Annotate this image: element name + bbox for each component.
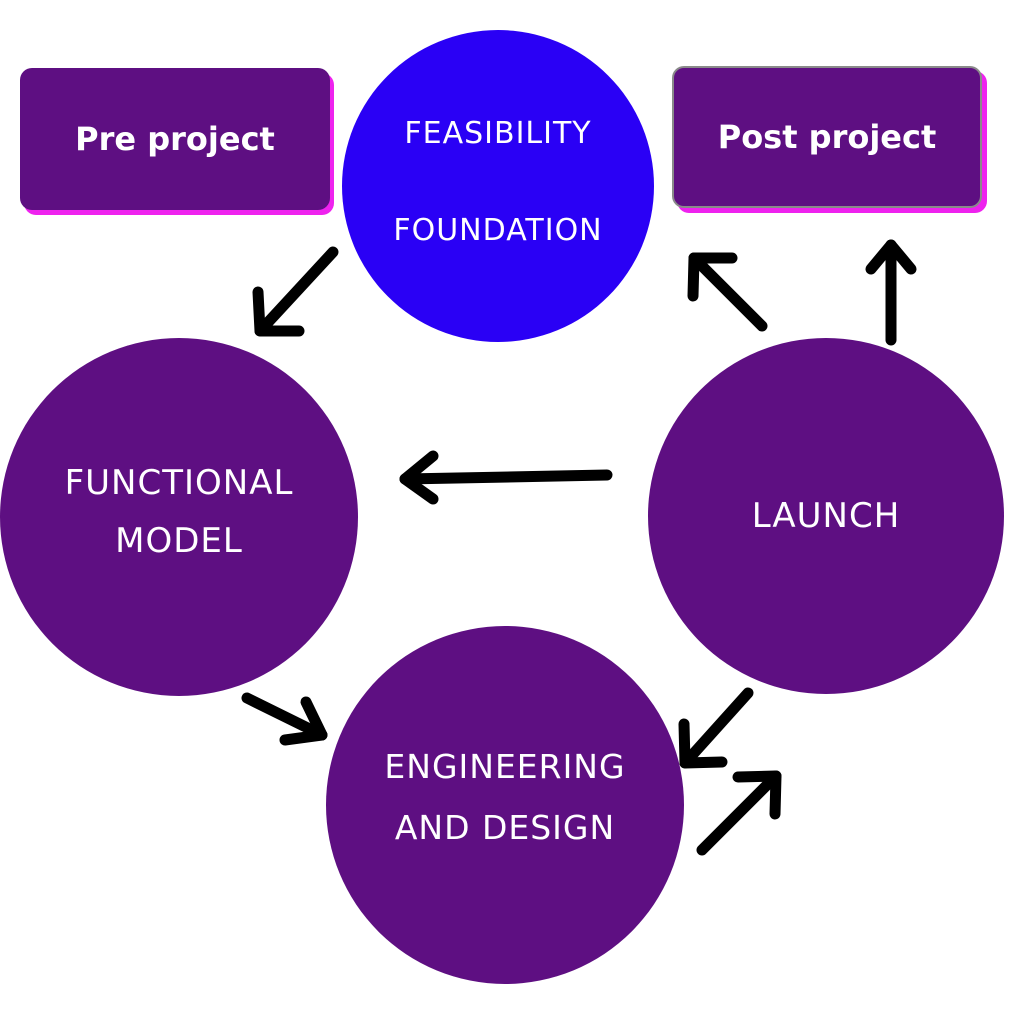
model-label: MODEL (115, 521, 243, 561)
launch-label: LAUNCH (751, 496, 901, 536)
arrow-launch-to-engineering (678, 687, 754, 769)
engineering-label: ENGINEERING (384, 747, 626, 786)
post-project-box: Post project (672, 66, 982, 208)
functional-model-node: FUNCTIONAL MODEL (0, 338, 358, 696)
arrow-launch-to-feasibility (687, 252, 768, 332)
post-project-label: Post project (717, 118, 937, 156)
arrow-feasibility-to-functional (252, 246, 339, 337)
engineering-design-node: ENGINEERING AND DESIGN (326, 626, 684, 984)
launch-node: LAUNCH (648, 338, 1004, 694)
feasibility-foundation-node: FEASIBILITY FOUNDATION (342, 30, 654, 342)
and-design-label: AND DESIGN (394, 808, 616, 847)
arrow-launch-to-post-project (865, 239, 917, 346)
arrow-launch-to-functional (399, 450, 613, 505)
arrow-engineering-to-launch (696, 770, 782, 856)
foundation-label: FOUNDATION (393, 213, 603, 248)
arrow-functional-to-engineering (241, 692, 328, 746)
functional-label: FUNCTIONAL (64, 463, 294, 503)
pre-project-box: Pre project (20, 68, 330, 210)
pre-project-label: Pre project (75, 120, 275, 158)
feasibility-label: FEASIBILITY (404, 116, 592, 151)
